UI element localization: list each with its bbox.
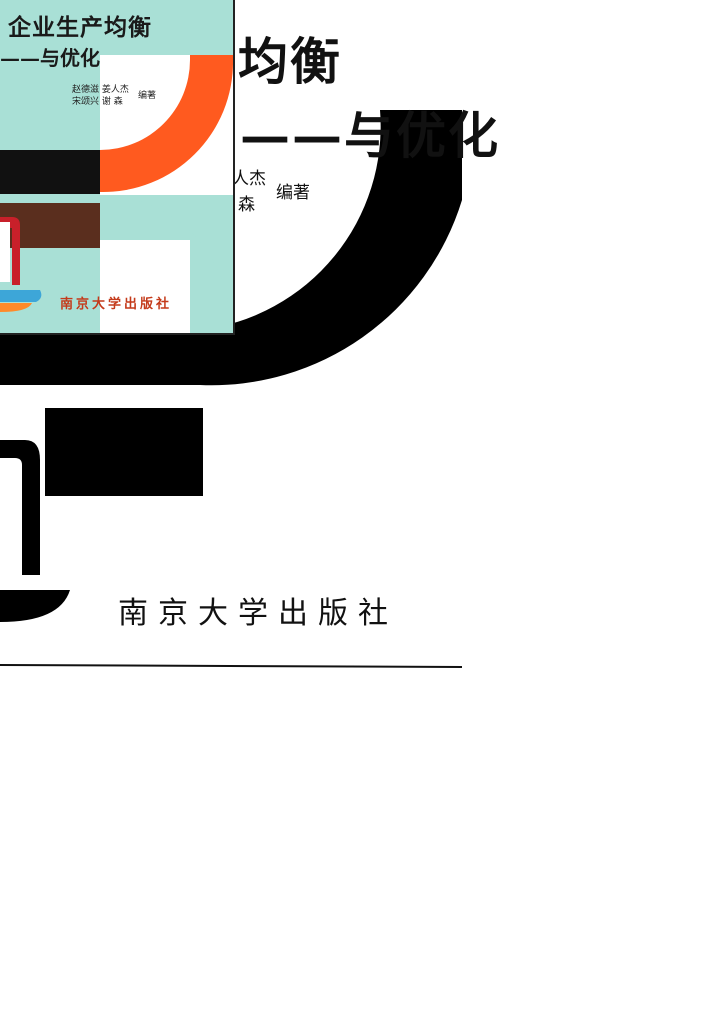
- author-fragment: 森: [238, 195, 255, 215]
- thumbnail-authors-1: 赵德滋 姜人杰: [72, 85, 129, 95]
- cover-subtitle: ——与优化: [240, 106, 500, 165]
- thumbnail-artwork: [0, 55, 233, 333]
- editor-role: 编著: [276, 183, 310, 203]
- thumbnail-publisher: 南京大学出版社: [60, 297, 173, 312]
- black-block: [45, 408, 203, 496]
- cover-title: 均衡: [238, 32, 342, 91]
- author-fragment: 人杰: [232, 169, 266, 189]
- publisher: 南京大学出版社: [118, 596, 398, 631]
- black-band: [0, 330, 205, 385]
- cover-thumbnail: 企业生产均衡 ——与优化 赵德滋 姜人杰 宋颂兴 谢 森 编著 南京大学出版社: [0, 0, 235, 335]
- thumbnail-editor-role: 编著: [138, 91, 157, 101]
- black-curve: [0, 590, 70, 622]
- thumbnail-title: 企业生产均衡: [8, 14, 152, 41]
- black-frame: [0, 440, 40, 575]
- divider-line: [0, 664, 463, 668]
- black-arc: [200, 110, 462, 386]
- thumbnail-authors-2: 宋颂兴 谢 森: [72, 97, 123, 107]
- thumbnail-subtitle: ——与优化: [0, 46, 100, 70]
